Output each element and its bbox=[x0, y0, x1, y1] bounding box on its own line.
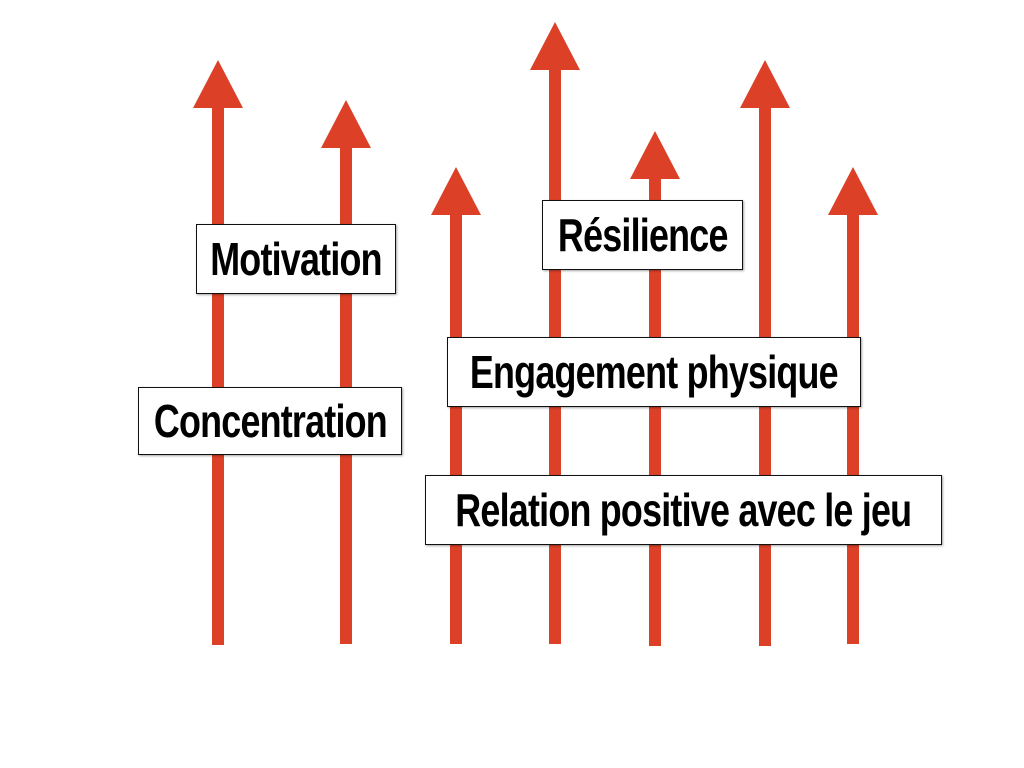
arrow-head bbox=[828, 167, 878, 215]
arrow-2 bbox=[321, 100, 371, 644]
engagement-text: Engagement physique bbox=[470, 346, 839, 398]
arrow-shaft bbox=[212, 106, 224, 645]
concentration-text: Concentration bbox=[153, 395, 387, 447]
arrow-head bbox=[630, 131, 680, 179]
arrow-head bbox=[431, 167, 481, 215]
relation-label: Relation positive avec le jeu bbox=[425, 475, 942, 545]
arrow-shaft bbox=[450, 213, 462, 644]
concentration-label: Concentration bbox=[138, 387, 402, 455]
arrow-shaft bbox=[847, 213, 859, 644]
arrow-head bbox=[321, 100, 371, 148]
resilience-text: Résilience bbox=[557, 209, 728, 261]
engagement-label: Engagement physique bbox=[447, 337, 861, 407]
arrow-4 bbox=[530, 22, 580, 644]
relation-text: Relation positive avec le jeu bbox=[455, 484, 913, 536]
arrow-1 bbox=[193, 60, 243, 645]
motivation-label: Motivation bbox=[196, 224, 396, 294]
arrow-head bbox=[740, 60, 790, 108]
arrow-head bbox=[193, 60, 243, 108]
arrow-head bbox=[530, 22, 580, 70]
motivation-text: Motivation bbox=[210, 233, 382, 285]
resilience-label: Résilience bbox=[542, 200, 743, 270]
